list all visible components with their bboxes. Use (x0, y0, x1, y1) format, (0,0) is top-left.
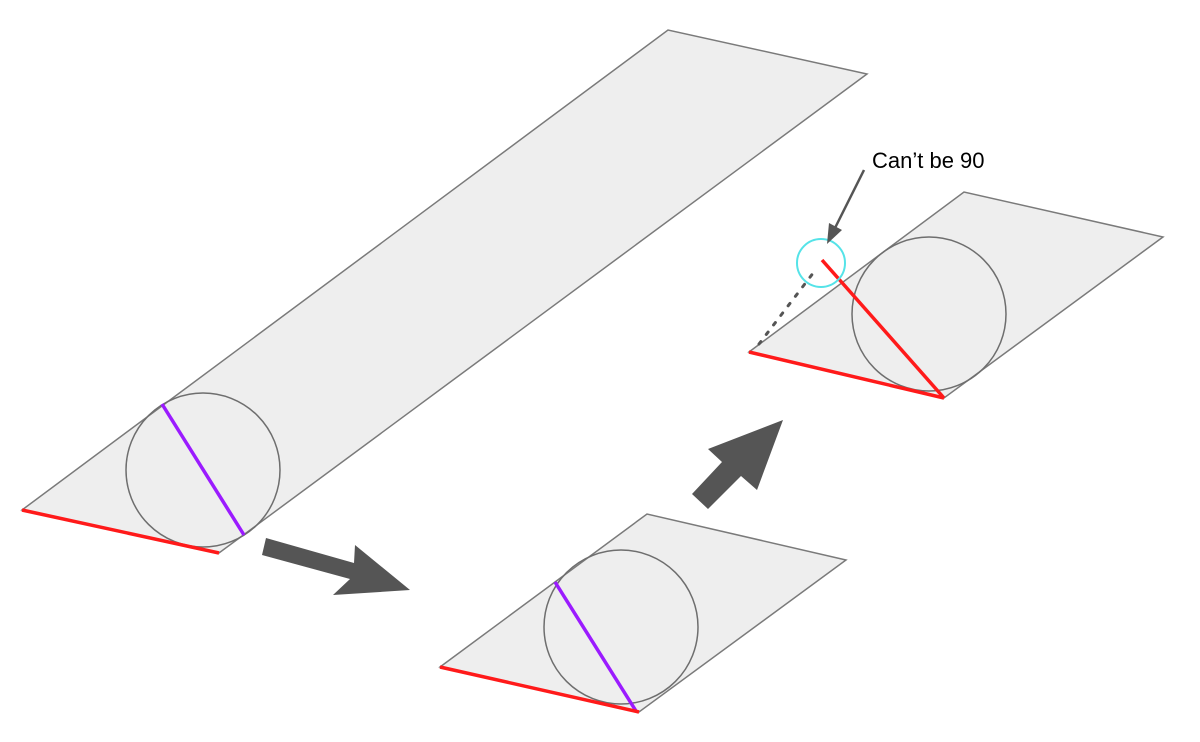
arrow-right-icon (262, 538, 410, 595)
long-plane-diameter (160, 403, 246, 536)
callout: Can’t be 90 (827, 148, 985, 244)
short-plane-red-edge (439, 665, 640, 714)
short-plane-diameter (553, 581, 638, 712)
tilted-plane-circle (851, 236, 1007, 392)
short-plane-panel (438, 513, 848, 714)
long-plane-circle (125, 392, 281, 548)
angle-highlight-circle (796, 238, 846, 288)
dotted-reference-line (757, 266, 819, 346)
tilted-plane-panel (747, 191, 1165, 400)
callout-pointer-line (832, 169, 866, 231)
arrow-up-right-icon (692, 420, 783, 509)
short-plane-circle (543, 549, 699, 705)
callout-arrowhead-icon (827, 223, 842, 244)
tilted-plane-red-edge (748, 350, 945, 400)
long-plane-panel (20, 29, 869, 555)
callout-label: Can’t be 90 (872, 148, 985, 173)
tilted-plane-red-diagonal (820, 258, 946, 400)
long-plane-red-edge (21, 508, 220, 555)
